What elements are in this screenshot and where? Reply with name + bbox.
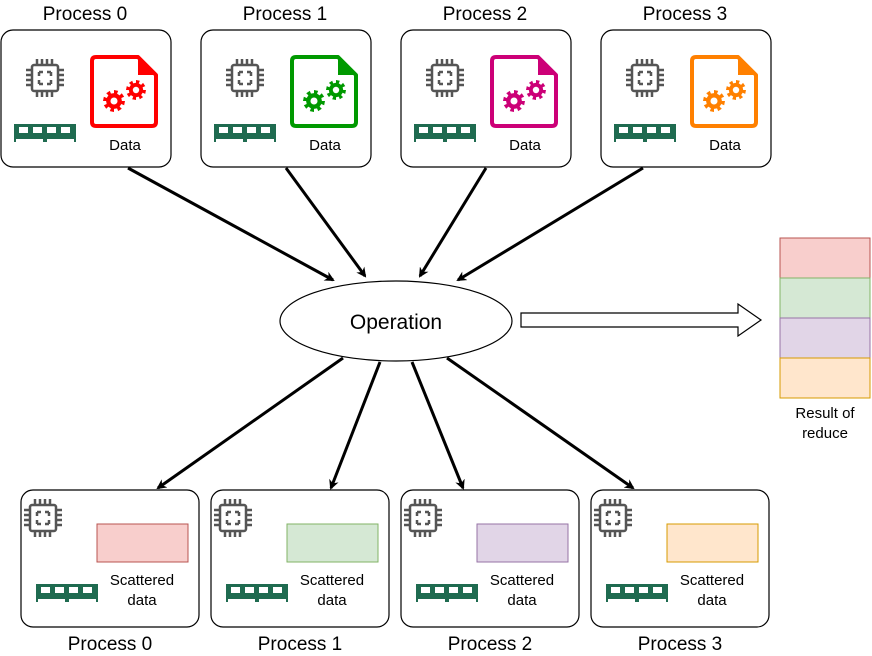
top-process-2: Process 2 Data bbox=[400, 4, 572, 168]
top-process-1: Process 1 Data bbox=[200, 4, 372, 168]
arrow-in-2 bbox=[418, 167, 488, 278]
result-label-line1: Result of bbox=[795, 405, 855, 422]
cpu-icon bbox=[26, 59, 64, 97]
output-arrows bbox=[156, 356, 635, 490]
process-title: Process 3 bbox=[643, 4, 727, 25]
scattered-label-line1: Scattered bbox=[300, 572, 364, 589]
arrow-out-1 bbox=[329, 361, 382, 490]
bottom-process-2: Scattered data Process 2 bbox=[400, 489, 580, 655]
data-file-icon bbox=[90, 55, 158, 128]
top-process-0: Process 0 Data bbox=[0, 4, 172, 168]
memory-icon bbox=[606, 584, 668, 602]
data-file-icon bbox=[490, 55, 558, 128]
operation-node: Operation bbox=[279, 280, 513, 362]
data-label: Data bbox=[709, 137, 741, 154]
result-stack: Result of reduce bbox=[779, 237, 871, 442]
arrow-out-2 bbox=[410, 361, 465, 490]
memory-icon bbox=[14, 124, 76, 142]
scattered-data-block bbox=[96, 523, 189, 563]
operation-ellipse bbox=[279, 280, 513, 362]
arrow-out-3 bbox=[446, 356, 635, 490]
result-arrow bbox=[520, 302, 763, 338]
process-title: Process 2 bbox=[443, 4, 527, 25]
process-title: Process 1 bbox=[243, 4, 327, 25]
result-segment-0 bbox=[779, 237, 871, 279]
arrow-in-1 bbox=[284, 167, 367, 278]
arrow-in-0 bbox=[127, 166, 335, 282]
memory-icon bbox=[214, 124, 276, 142]
memory-icon bbox=[226, 584, 288, 602]
process-title: Process 1 bbox=[258, 634, 342, 655]
cpu-icon bbox=[594, 499, 632, 537]
memory-icon bbox=[416, 584, 478, 602]
process-title: Process 0 bbox=[68, 634, 152, 655]
data-label: Data bbox=[309, 137, 341, 154]
process-title: Process 2 bbox=[448, 634, 532, 655]
cpu-icon bbox=[426, 59, 464, 97]
result-segment-1 bbox=[779, 277, 871, 319]
scattered-data-block bbox=[286, 523, 379, 563]
input-arrows bbox=[127, 166, 644, 282]
process-title: Process 3 bbox=[638, 634, 722, 655]
memory-icon bbox=[36, 584, 98, 602]
scattered-data-block bbox=[666, 523, 759, 563]
scattered-label-line2: data bbox=[507, 592, 537, 609]
result-segment-3 bbox=[779, 357, 871, 399]
scattered-label-line2: data bbox=[317, 592, 347, 609]
cpu-icon bbox=[214, 499, 252, 537]
memory-icon bbox=[414, 124, 476, 142]
scattered-label-line1: Scattered bbox=[490, 572, 554, 589]
top-process-3: Process 3 Data bbox=[600, 4, 772, 168]
result-label-line2: reduce bbox=[802, 425, 848, 442]
scattered-label-line1: Scattered bbox=[110, 572, 174, 589]
scattered-label-line2: data bbox=[127, 592, 157, 609]
bottom-process-3: Scattered data Process 3 bbox=[590, 489, 770, 655]
scattered-label-line1: Scattered bbox=[680, 572, 744, 589]
data-label: Data bbox=[109, 137, 141, 154]
scattered-label-line2: data bbox=[697, 592, 727, 609]
arrow-in-3 bbox=[456, 166, 644, 282]
operation-label: Operation bbox=[350, 311, 442, 334]
bottom-process-0: Scattered data Process 0 bbox=[20, 489, 200, 655]
arrow-out-0 bbox=[156, 356, 344, 490]
result-segment-2 bbox=[779, 317, 871, 359]
process-title: Process 0 bbox=[43, 4, 127, 25]
memory-icon bbox=[614, 124, 676, 142]
cpu-icon bbox=[626, 59, 664, 97]
scattered-data-block bbox=[476, 523, 569, 563]
data-file-icon bbox=[690, 55, 758, 128]
cpu-icon bbox=[226, 59, 264, 97]
data-file-icon bbox=[290, 55, 358, 128]
bottom-process-1: Scattered data Process 1 bbox=[210, 489, 390, 655]
cpu-icon bbox=[404, 499, 442, 537]
data-label: Data bbox=[509, 137, 541, 154]
cpu-icon bbox=[24, 499, 62, 537]
